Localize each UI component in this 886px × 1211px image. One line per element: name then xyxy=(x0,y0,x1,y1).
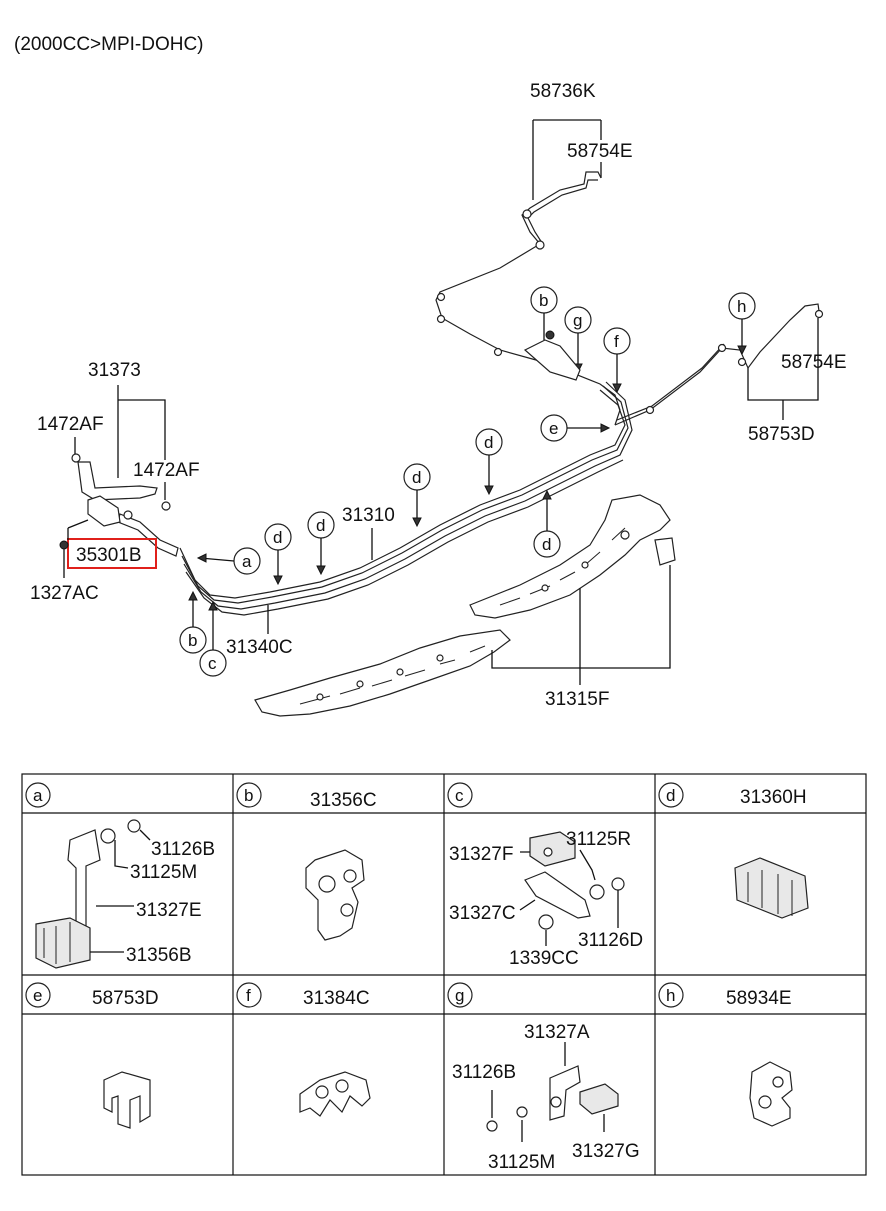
cell-f-header: f 31384C xyxy=(236,982,370,1009)
cell-d-header: d 31360H xyxy=(658,782,807,808)
svg-text:d: d xyxy=(273,528,282,547)
callout-35301B[interactable]: 35301B xyxy=(67,519,157,569)
callout-58754E-top: 58754E xyxy=(567,141,633,178)
svg-text:1472AF: 1472AF xyxy=(37,414,104,435)
svg-text:31327F: 31327F xyxy=(449,844,513,865)
heat-shield-front xyxy=(254,629,511,717)
svg-text:h: h xyxy=(666,986,675,1005)
svg-text:31327A: 31327A xyxy=(524,1022,590,1043)
parts-table xyxy=(21,773,867,1176)
cell-e-clip xyxy=(103,1071,151,1129)
svg-text:1472AF: 1472AF xyxy=(133,460,200,481)
marker-f: f xyxy=(603,327,631,394)
svg-text:c: c xyxy=(455,786,464,805)
cell-a-header: a xyxy=(25,782,51,808)
svg-text:1339CC: 1339CC xyxy=(509,948,579,969)
svg-text:31340C: 31340C xyxy=(226,637,293,658)
cell-d-clip xyxy=(734,857,809,919)
svg-text:58754E: 58754E xyxy=(567,141,633,162)
cell-h-header: h 58934E xyxy=(658,982,792,1009)
svg-text:31126B: 31126B xyxy=(452,1062,516,1083)
marker-b-rear: b xyxy=(523,286,581,381)
svg-text:a: a xyxy=(242,552,252,571)
svg-text:31125R: 31125R xyxy=(566,829,631,850)
svg-text:h: h xyxy=(737,297,746,316)
marker-d-4: d xyxy=(475,428,503,496)
svg-text:d: d xyxy=(666,786,675,805)
cell-h-clip xyxy=(749,1061,793,1127)
svg-text:d: d xyxy=(484,433,493,452)
marker-d-3: d xyxy=(403,463,431,528)
svg-text:31356B: 31356B xyxy=(126,945,192,966)
svg-text:c: c xyxy=(208,654,217,673)
marker-h: h xyxy=(728,292,756,356)
cell-c-parts: 31327F 31125R 31327C 31126D 1339CC xyxy=(449,829,643,969)
fuel-hoses xyxy=(71,453,179,557)
marker-a: a xyxy=(196,547,261,575)
svg-text:a: a xyxy=(33,786,43,805)
cell-c-header: c xyxy=(447,782,473,808)
cell-e-header: e 58753D xyxy=(25,982,159,1009)
marker-d-2: d xyxy=(307,511,335,576)
svg-text:31315F: 31315F xyxy=(545,689,609,710)
svg-text:31126B: 31126B xyxy=(151,839,215,860)
svg-text:31126D: 31126D xyxy=(578,930,643,951)
svg-text:58934E: 58934E xyxy=(726,988,792,1009)
callout-31315F: 31315F xyxy=(491,565,671,710)
cell-g-header: g xyxy=(447,982,473,1008)
svg-text:35301B: 35301B xyxy=(76,545,142,566)
main-fuel-lines-31310 xyxy=(179,381,633,616)
marker-c: c xyxy=(199,600,227,677)
svg-text:31327E: 31327E xyxy=(136,900,202,921)
svg-text:31327G: 31327G xyxy=(572,1141,640,1162)
svg-text:b: b xyxy=(539,291,548,310)
svg-text:31310: 31310 xyxy=(342,505,395,526)
svg-text:1327AC: 1327AC xyxy=(30,583,99,604)
callout-1472AF-right: 1472AF xyxy=(133,460,200,500)
svg-text:31125M: 31125M xyxy=(130,862,197,883)
page-title: (2000CC>MPI-DOHC) xyxy=(14,34,204,55)
callout-1327AC: 1327AC xyxy=(30,540,99,604)
rear-fuel-line xyxy=(435,171,621,426)
svg-text:58753D: 58753D xyxy=(92,988,159,1009)
svg-text:e: e xyxy=(33,986,42,1005)
callout-31340C: 31340C xyxy=(226,605,293,658)
heat-shield-rear xyxy=(469,494,676,619)
callout-31310: 31310 xyxy=(342,505,395,560)
svg-text:b: b xyxy=(244,786,253,805)
svg-text:b: b xyxy=(188,631,197,650)
svg-text:d: d xyxy=(412,468,421,487)
callout-58736K: 58736K xyxy=(530,81,602,200)
svg-text:f: f xyxy=(246,986,251,1005)
marker-d-1: d xyxy=(264,523,292,586)
svg-text:31125M: 31125M xyxy=(488,1152,555,1173)
svg-text:g: g xyxy=(573,311,582,330)
svg-text:g: g xyxy=(455,986,464,1005)
svg-text:31360H: 31360H xyxy=(740,787,807,808)
marker-b-front: b xyxy=(179,590,207,654)
callout-58753D: 58753D xyxy=(747,318,819,445)
cell-b-clip xyxy=(305,849,365,941)
svg-text:e: e xyxy=(549,419,558,438)
svg-text:31327C: 31327C xyxy=(449,903,516,924)
callout-1472AF-left: 1472AF xyxy=(37,414,104,455)
svg-text:d: d xyxy=(316,516,325,535)
svg-text:31373: 31373 xyxy=(88,360,141,381)
marker-e: e xyxy=(540,414,611,442)
cell-f-clip xyxy=(299,1071,371,1117)
callout-31373: 31373 xyxy=(88,360,166,478)
svg-text:f: f xyxy=(614,332,619,351)
svg-text:31384C: 31384C xyxy=(303,988,370,1009)
svg-text:d: d xyxy=(542,535,551,554)
cell-a-parts: 31126B 31125M 31327E 31356B xyxy=(35,819,215,969)
cell-g-parts: 31327A 31126B 31125M 31327G xyxy=(452,1022,640,1173)
cell-b-header: b 31356C xyxy=(236,782,377,811)
callout-58754E-right: 58754E xyxy=(781,352,847,373)
svg-text:58736K: 58736K xyxy=(530,81,596,102)
svg-text:58753D: 58753D xyxy=(748,424,815,445)
svg-text:31356C: 31356C xyxy=(310,790,377,811)
marker-d-5: d xyxy=(533,489,561,558)
